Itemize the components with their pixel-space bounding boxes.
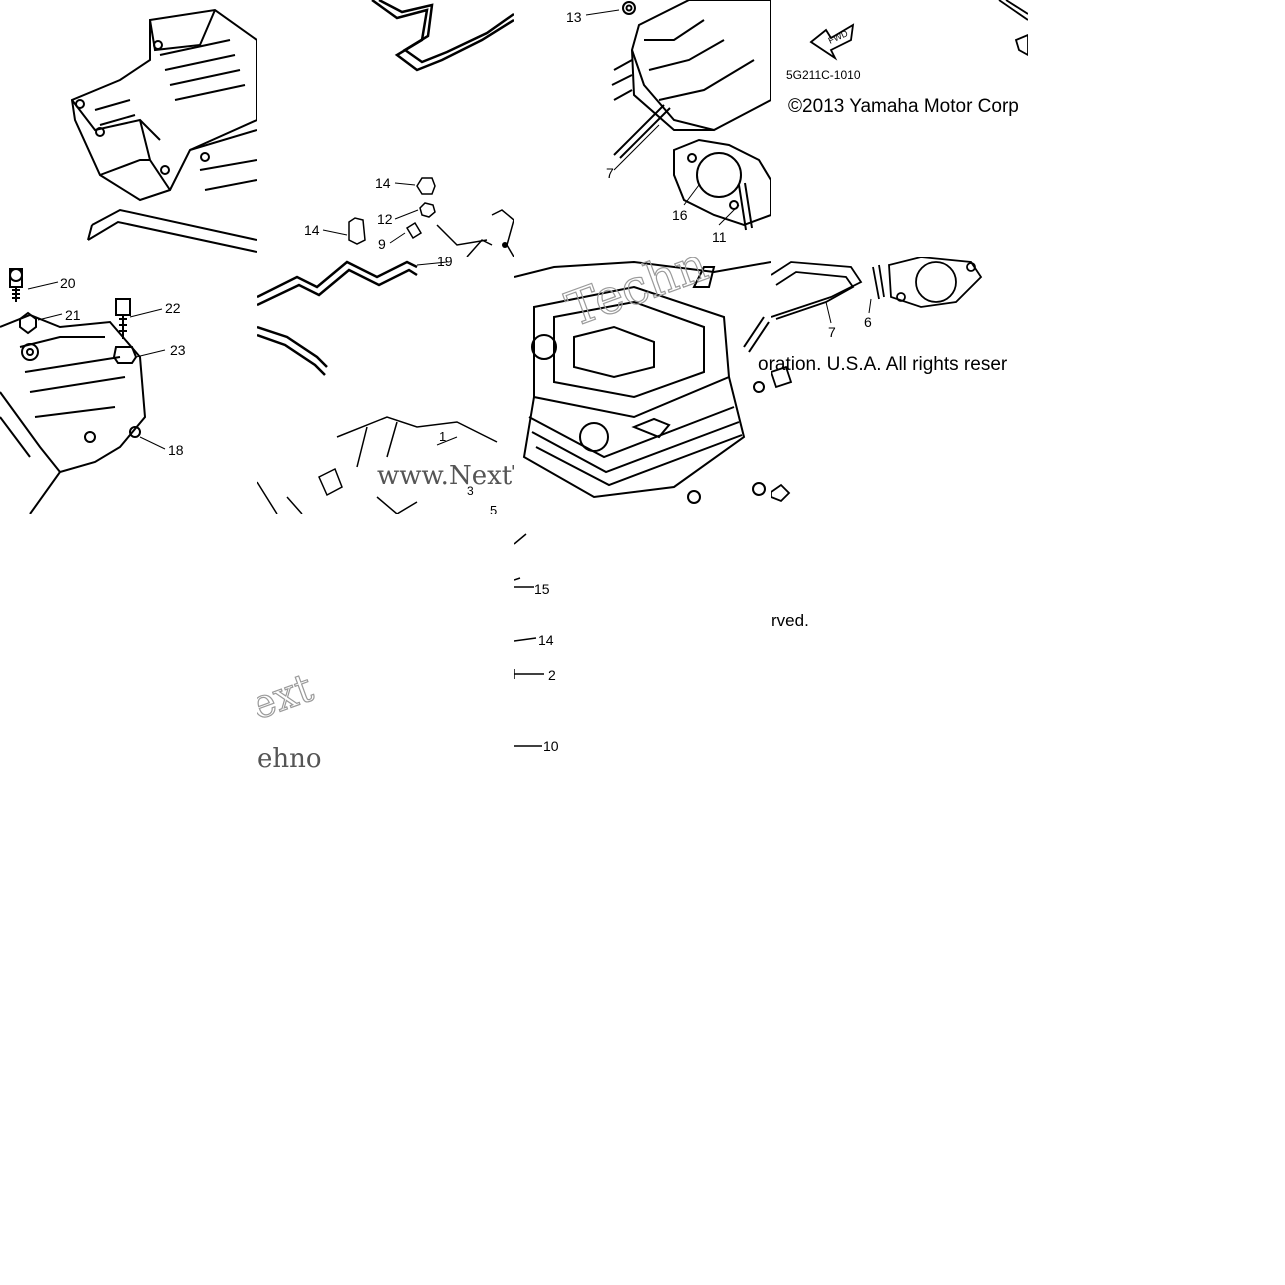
callout-7-a: 7 — [606, 165, 614, 181]
callout-column-tile: 15 14 2 10 — [514, 514, 574, 764]
part-code: 5G211C-1010 — [786, 68, 861, 82]
callout-10: 10 — [543, 738, 559, 754]
callout-12: 12 — [377, 211, 393, 227]
callout-11: 11 — [712, 229, 727, 245]
copyright-line-1: ©2013 Yamaha Motor Corp — [788, 96, 1019, 117]
valve-cover-illustration-top — [0, 0, 257, 257]
copyright-line-2: oration. U.S.A. All rights reser — [758, 354, 1008, 375]
callout-9: 9 — [378, 236, 386, 252]
cylinder-head-illustration-center: Techn — [514, 257, 771, 514]
callout-14-c: 14 — [538, 632, 554, 648]
fwd-arrow-icon — [809, 23, 855, 61]
callout-2: 2 — [548, 667, 556, 683]
callout-19: 19 — [437, 257, 453, 269]
callout-13: 13 — [566, 9, 582, 25]
callout-14-a: 14 — [375, 175, 391, 191]
callout-5: 5 — [490, 503, 497, 514]
gasket-illustration-right: 7 6 — [771, 257, 1028, 514]
callout-18: 18 — [168, 442, 184, 458]
valve-cover-illustration-bottom: 20 21 22 23 18 — [0, 257, 257, 514]
callout-1: 1 — [439, 429, 446, 444]
copyright-line-3: rved. — [771, 611, 809, 630]
callout-14-b: 14 — [304, 222, 320, 238]
watermark-fragment-tile: ext ehno — [257, 655, 322, 775]
callout-3: 3 — [467, 484, 474, 498]
callout-6: 6 — [864, 314, 872, 330]
watermark-fragment-b: ehno — [257, 744, 322, 774]
watermark-text: www.NextTechno — [377, 461, 514, 491]
direction-and-copyright-tile: FWD 5G211C-1010 — [771, 0, 1028, 257]
gasket-and-nuts-illustration: 14 12 9 14 — [257, 0, 514, 257]
cylinder-head-illustration-top: 13 7 16 11 — [514, 0, 771, 257]
watermark-fragment-a: ext — [257, 665, 319, 730]
callout-15: 15 — [534, 581, 550, 597]
gasket-detail-illustration: 19 1 3 5 www.NextTechno — [257, 257, 514, 514]
callout-23: 23 — [170, 342, 186, 358]
callout-16: 16 — [672, 207, 688, 223]
callout-7-b: 7 — [828, 324, 836, 340]
callout-20: 20 — [60, 275, 76, 291]
callout-22: 22 — [165, 300, 181, 316]
callout-21: 21 — [65, 307, 81, 323]
svg-text:Techn: Techn — [559, 257, 715, 338]
